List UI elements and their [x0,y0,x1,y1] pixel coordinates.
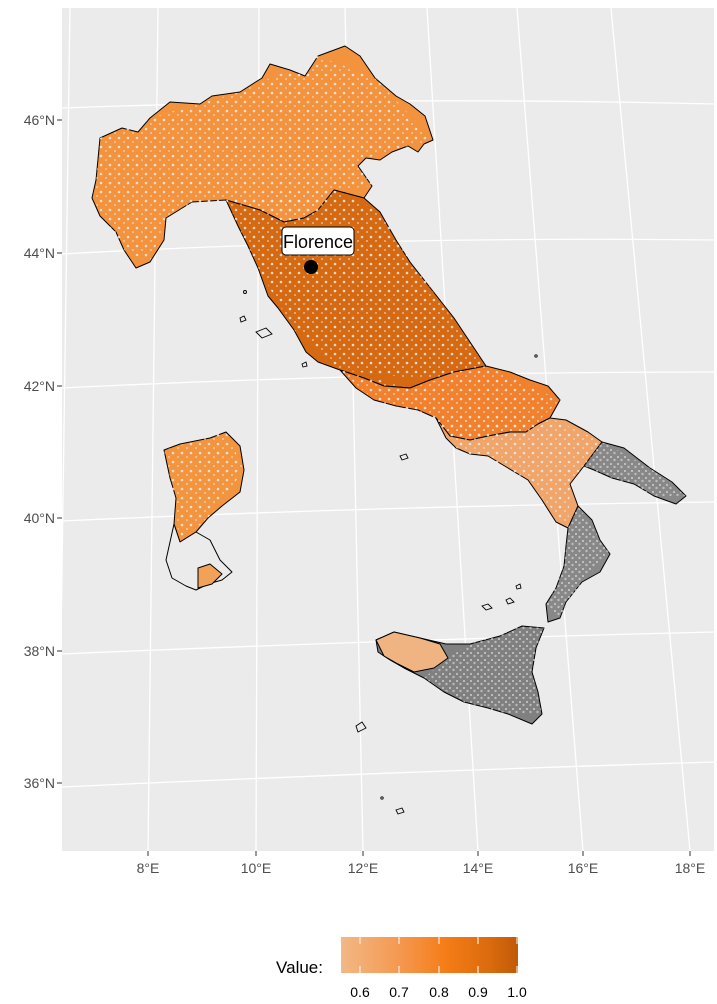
lon-tick-label: 18°E [675,860,706,876]
lat-tick-label: 46°N [24,112,55,128]
region-sicily-west [375,631,449,673]
region-sardinia-southwest [197,563,223,589]
lat-tick-label: 42°N [24,378,55,394]
legend-tick-label: 0.6 [350,984,370,1000]
lat-tick-label: 44°N [24,245,55,261]
legend-tick-label: 1.0 [507,984,527,1000]
florence-callout: Florence [281,226,355,274]
lon-tick-label: 8°E [137,860,160,876]
lon-tick-label: 12°E [348,860,379,876]
land-texture-dark [424,442,686,714]
lon-axis: 8°E 10°E 12°E 14°E 16°E 18°E [137,851,706,876]
lat-axis: 46°N 44°N 42°N 40°N 38°N 36°N [24,112,62,791]
city-marker [304,260,318,274]
lon-tick-label: 14°E [463,860,494,876]
legend-colorbar [341,937,518,973]
lat-tick-label: 36°N [24,775,55,791]
legend-tick-label: 0.7 [389,984,409,1000]
legend-title: Value: [276,958,323,977]
callout-box [281,226,355,256]
lon-tick-label: 10°E [241,860,272,876]
lat-tick-label: 38°N [24,643,55,659]
legend-tick-label: 0.9 [468,984,488,1000]
legend-tick-label: 0.8 [429,984,449,1000]
city-label: Florence [283,232,353,252]
lat-tick-label: 40°N [24,510,55,526]
small-islands [239,290,538,815]
lon-tick-label: 16°E [568,860,599,876]
legend: Value: 0.6 0.7 0.8 0.9 1.0 [276,937,527,1000]
